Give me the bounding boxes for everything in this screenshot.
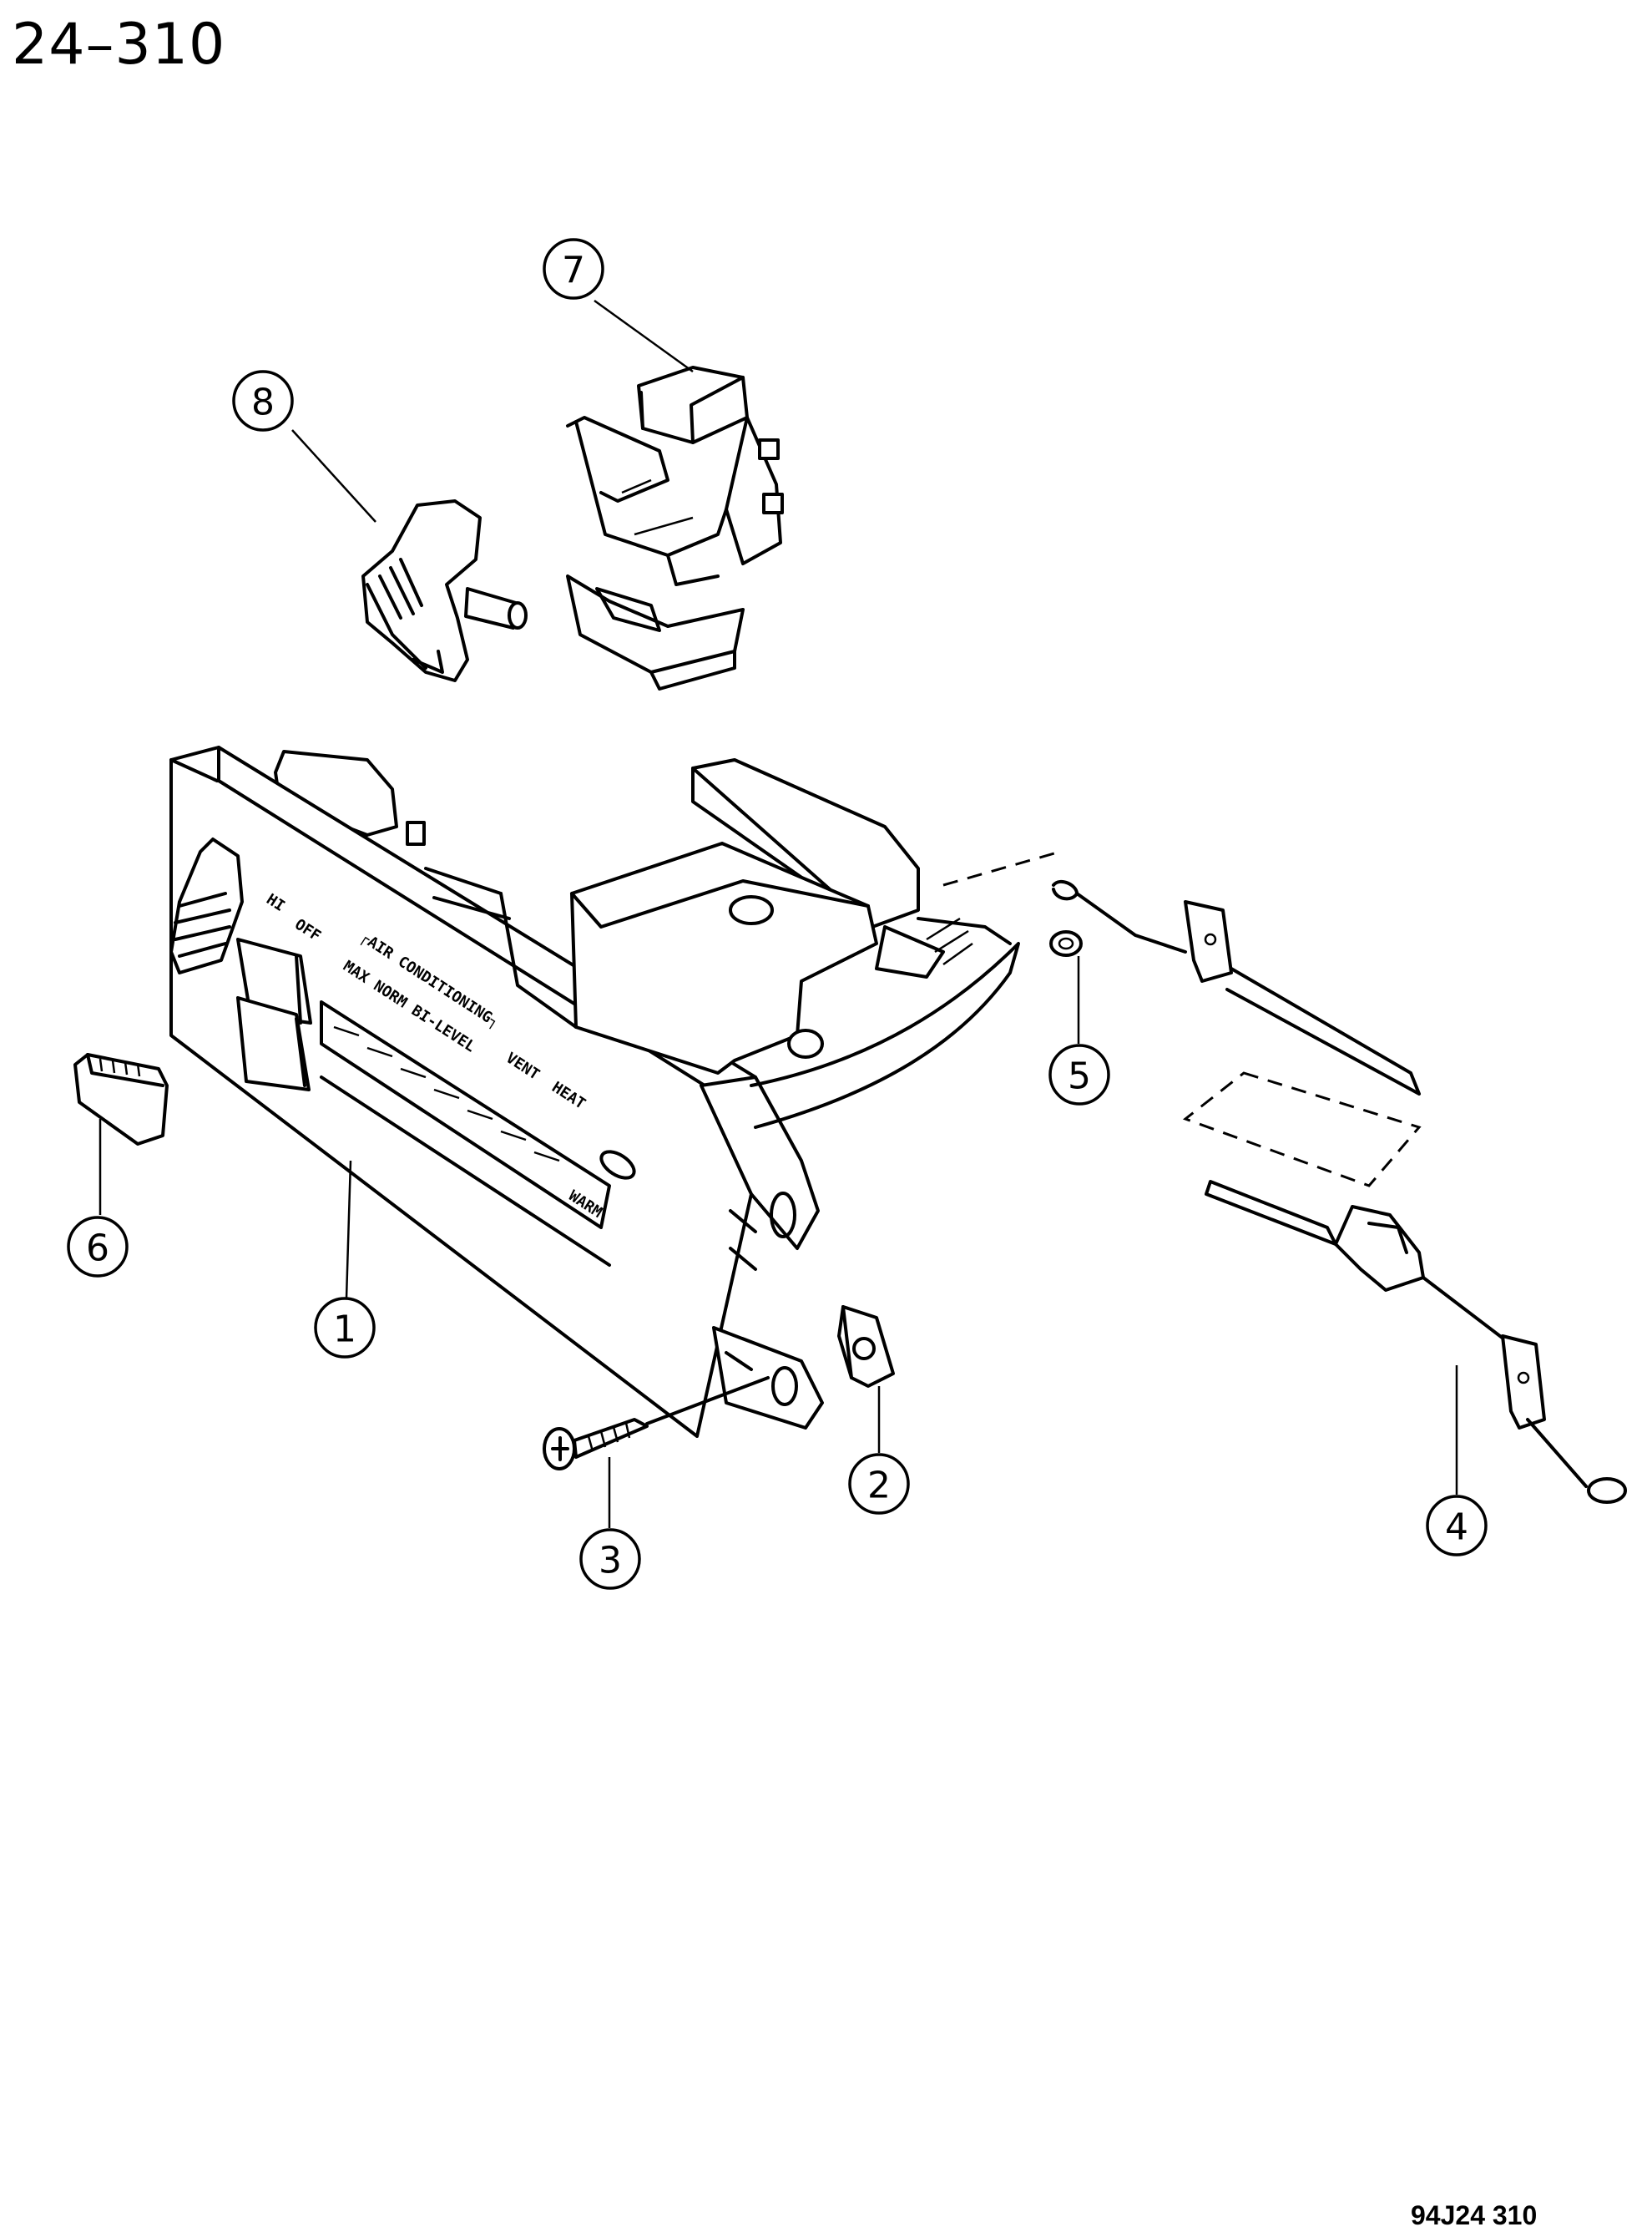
callout-7-number: 7 <box>562 250 585 292</box>
callout-6: 6 <box>67 1216 129 1278</box>
callout-1-number: 1 <box>333 1308 356 1351</box>
callout-8: 8 <box>232 370 294 432</box>
clip-nut-part <box>837 1305 895 1388</box>
callout-7: 7 <box>543 238 604 300</box>
switch-part <box>566 366 784 691</box>
control-cable-part <box>942 850 1627 1504</box>
callout-5-number: 5 <box>1068 1055 1091 1098</box>
knob-part <box>361 499 528 682</box>
callout-2-number: 2 <box>867 1465 891 1507</box>
callout-3: 3 <box>579 1528 641 1590</box>
callout-2: 2 <box>848 1453 910 1515</box>
figure-code: 94J24 310 <box>1411 2200 1538 2230</box>
push-button-part <box>73 1053 169 1146</box>
callout-4-number: 4 <box>1445 1506 1468 1549</box>
callout-4: 4 <box>1426 1495 1488 1556</box>
callout-8-number: 8 <box>251 382 275 424</box>
control-panel-part: HI OFF ┌AIR CONDITIONING┐ MAX NORM BI-LE… <box>169 746 1020 1438</box>
callout-6-number: 6 <box>86 1227 109 1270</box>
callout-3-number: 3 <box>599 1540 622 1582</box>
screw-part <box>543 1376 770 1470</box>
callout-1: 1 <box>314 1297 376 1359</box>
callout-5: 5 <box>1048 1044 1110 1106</box>
leader-lines <box>99 299 1458 1528</box>
page-number: 24–310 <box>12 12 226 78</box>
